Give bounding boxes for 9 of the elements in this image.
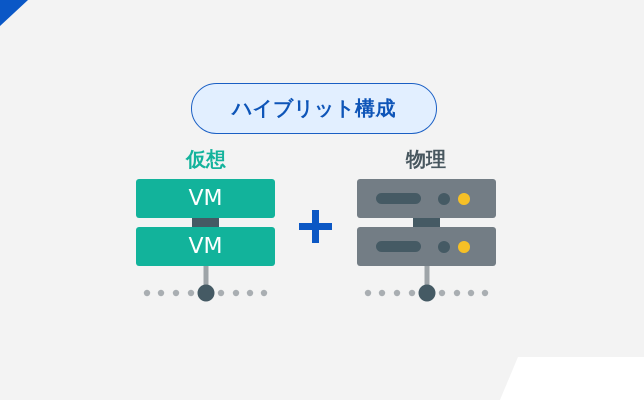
vm-block: VM bbox=[136, 179, 275, 218]
group-heading: 仮想 bbox=[186, 148, 226, 170]
connector-bar bbox=[192, 218, 219, 227]
title-badge: ハイブリット構成 bbox=[191, 83, 437, 134]
vm-block: VM bbox=[136, 227, 275, 266]
server-unit bbox=[357, 227, 496, 266]
group-heading: 物理 bbox=[406, 148, 446, 170]
server-unit bbox=[357, 179, 496, 218]
connector-bar bbox=[413, 218, 440, 227]
